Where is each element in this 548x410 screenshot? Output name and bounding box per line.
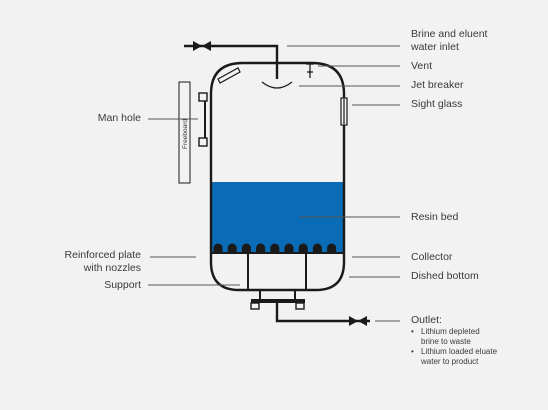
label-resin-bed: Resin bed: [411, 211, 459, 223]
nozzle: [298, 243, 308, 253]
label-brine-inlet-line2: water inlet: [411, 41, 459, 53]
label-brine-inlet-line1: Brine and eluent: [411, 28, 488, 40]
bullet-icon: •: [411, 327, 414, 336]
label-collector: Collector: [411, 251, 453, 263]
outlet-item-2-line2: water to product: [421, 357, 479, 366]
nozzle: [213, 243, 223, 253]
nozzle: [241, 243, 251, 253]
label-jet-breaker: Jet breaker: [411, 79, 464, 91]
outlet-item-1: • Lithium depleted brine to waste: [411, 327, 480, 347]
freeboard-box: [178, 81, 191, 184]
jet-breaker: [261, 81, 293, 89]
inlet-valve-icon: [193, 41, 211, 51]
label-reinforced-plate-line1: Reinforced plate: [64, 249, 141, 261]
label-reinforced-plate: Reinforced plate with nozzles: [65, 249, 141, 275]
label-man-hole: Man hole: [97, 112, 141, 124]
outlet-flange: [250, 290, 305, 310]
support-structure: [247, 253, 307, 290]
leader-lines: [148, 45, 400, 322]
bullet-icon: •: [411, 347, 414, 356]
outlet-item-2: • Lithium loaded eluate water to product: [411, 347, 498, 367]
label-vent: Vent: [411, 60, 433, 72]
top-hatch: [217, 67, 241, 84]
resin-bed: [211, 182, 344, 253]
outlet-pipe: [275, 303, 370, 323]
vessel-shell: [209, 61, 346, 292]
outlet-valve-icon: [349, 316, 367, 326]
nozzle: [270, 243, 280, 253]
inlet-pipe: [184, 44, 279, 79]
label-brine-inlet: Brine and eluent water inlet: [411, 28, 487, 54]
freeboard-label: Freeboard: [182, 119, 189, 149]
label-dished-bottom: Dished bottom: [411, 270, 479, 282]
collector-nozzles: [213, 243, 337, 253]
nozzle: [256, 243, 266, 253]
nozzle: [284, 243, 294, 253]
nozzle: [312, 243, 322, 253]
outlet-item-1-line2: brine to waste: [421, 337, 471, 346]
nozzle: [227, 243, 237, 253]
vent: [306, 63, 314, 78]
label-sight-glass: Sight glass: [411, 98, 463, 110]
sight-glass: [340, 97, 348, 126]
outlet-item-1-line1: Lithium depleted: [421, 327, 480, 336]
label-reinforced-plate-line2: with nozzles: [83, 262, 141, 274]
nozzle: [327, 243, 337, 253]
man-hole: [198, 92, 208, 147]
outlet-item-2-line1: Lithium loaded eluate: [421, 347, 498, 356]
label-outlet: Outlet:: [411, 314, 442, 326]
label-support: Support: [104, 279, 141, 291]
